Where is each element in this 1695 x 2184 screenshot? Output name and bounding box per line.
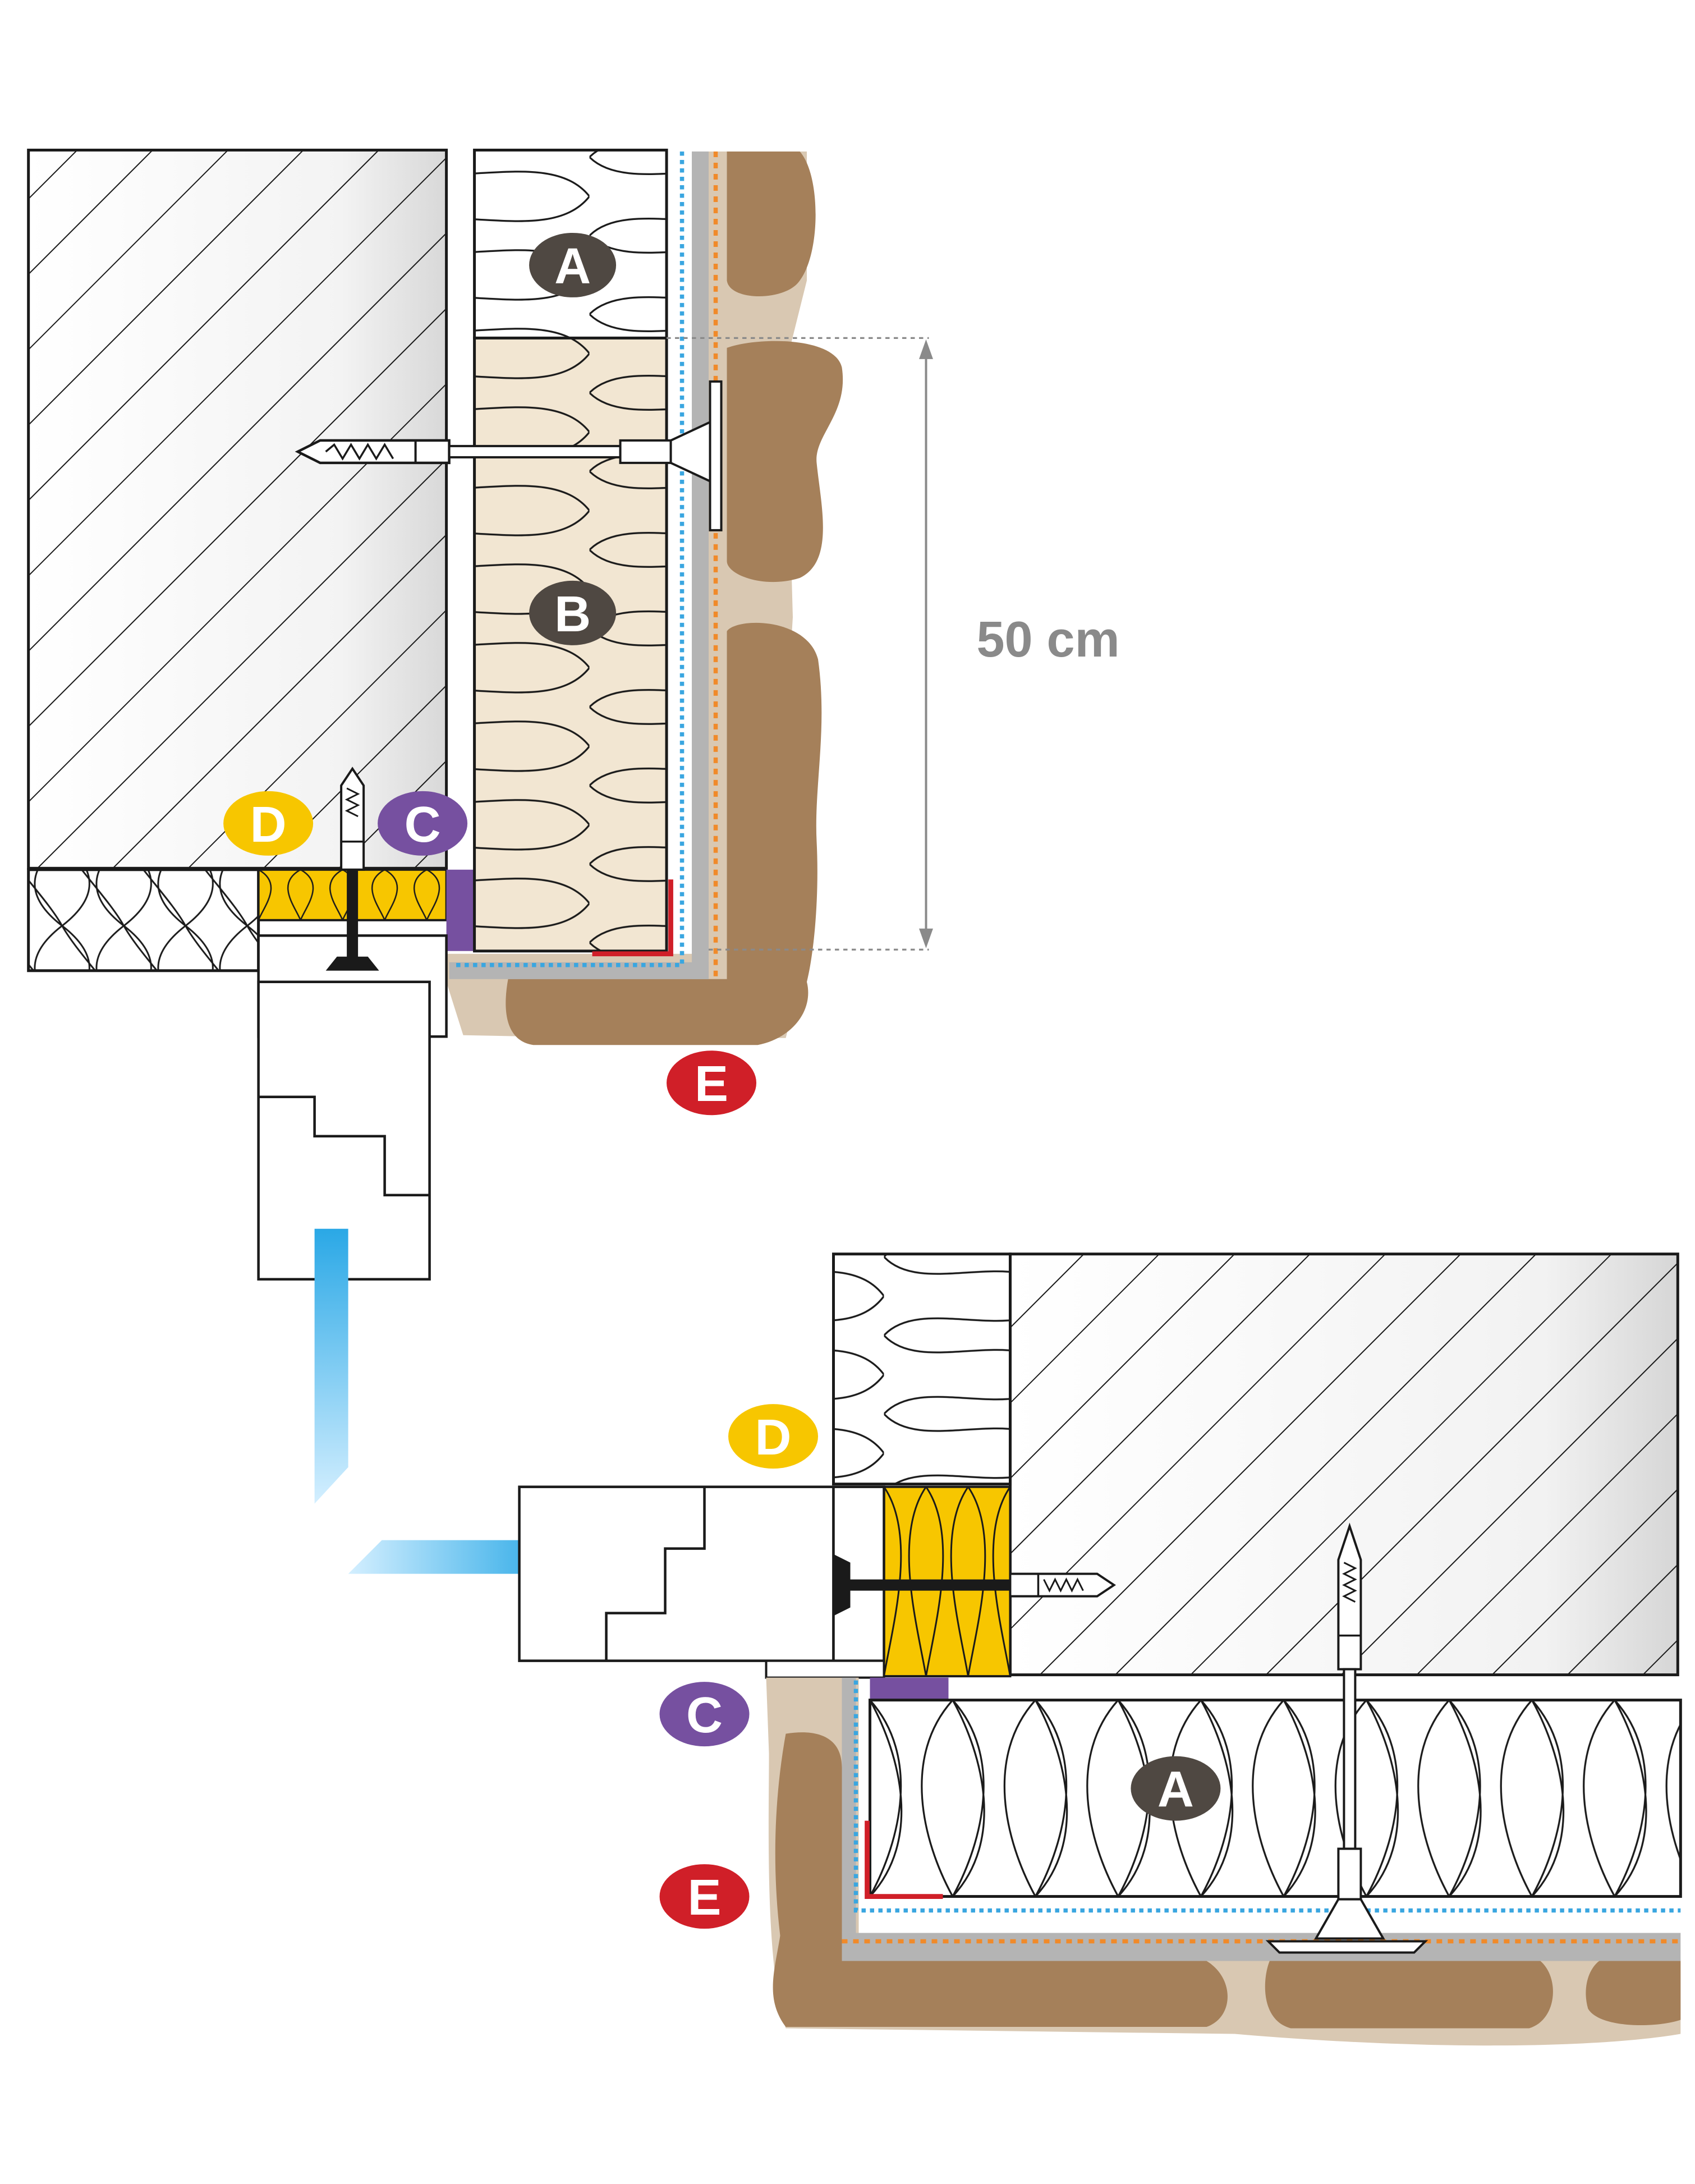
frame-screw-bottom: [833, 1554, 1117, 1616]
label-a-bottom: A: [1131, 1756, 1221, 1821]
frame-screw-top: [325, 767, 379, 971]
render-brown-top-3: [506, 622, 822, 1045]
red-corner-profile-bottom: [865, 1820, 943, 1899]
purple-seal-bottom: [870, 1677, 949, 1700]
insulation-dowel-top: [295, 380, 723, 531]
label-d-top: D: [223, 791, 314, 856]
red-corner-profile-top: [592, 879, 673, 957]
svg-text:A: A: [1157, 1762, 1194, 1818]
window-frame-top: [257, 934, 448, 1281]
label-e-top: E: [667, 1050, 757, 1116]
svg-text:C: C: [686, 1687, 723, 1743]
label-b: B: [529, 580, 617, 645]
label-c-bottom: C: [659, 1682, 750, 1747]
base-coat-bottom: [842, 1933, 1681, 1961]
blue-dotted-line-bottom: [853, 1680, 1681, 1913]
render-brown-top-1: [727, 151, 816, 297]
svg-text:E: E: [688, 1870, 722, 1926]
dimension-label: 50 cm: [976, 612, 1119, 668]
render-brown-bottom-1: [773, 1732, 1228, 2027]
render-brown-bottom-2: [1265, 1961, 1553, 2029]
svg-text:D: D: [755, 1410, 792, 1466]
label-e-bottom: E: [659, 1864, 750, 1929]
window-frame-bottom: [518, 1485, 885, 1679]
dimension-line: [667, 337, 933, 951]
blue-dotted-line-top: [452, 151, 685, 967]
insulation-dowel-bottom: [1265, 1522, 1428, 1954]
base-coat-top: [692, 151, 709, 979]
label-c-top: C: [378, 791, 468, 856]
label-a-top: A: [529, 232, 617, 297]
label-d-bottom: D: [728, 1404, 819, 1469]
svg-text:D: D: [250, 797, 287, 853]
purple-seal-top: [446, 869, 475, 951]
render-brown-top-2: [727, 341, 843, 582]
svg-text:B: B: [554, 586, 591, 643]
svg-text:A: A: [554, 238, 591, 295]
blue-arrow-vertical: [314, 1228, 348, 1504]
svg-text:C: C: [405, 797, 441, 853]
svg-text:E: E: [695, 1056, 728, 1112]
render-brown-bottom-3: [1586, 1961, 1681, 2026]
